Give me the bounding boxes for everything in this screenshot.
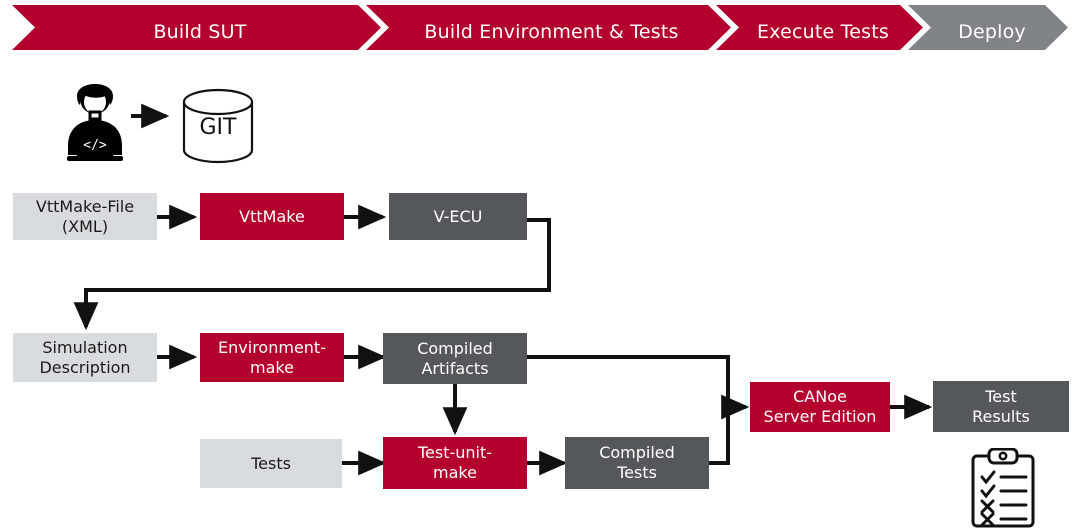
node-compiled-tests-label: Compiled Tests xyxy=(599,443,675,482)
node-v-ecu[interactable]: V-ECU xyxy=(389,193,527,240)
node-test-unit-make[interactable]: Test-unit- make xyxy=(383,437,527,489)
node-environment-make[interactable]: Environment- make xyxy=(200,333,344,382)
test-report-clipboard-icon xyxy=(967,447,1039,528)
phase-chevron-deploy[interactable] xyxy=(908,5,1068,50)
node-simulation-description-label: Simulation Description xyxy=(39,337,131,377)
node-simulation-description[interactable]: Simulation Description xyxy=(13,333,157,382)
node-canoe-server-edition[interactable]: CANoe Server Edition xyxy=(750,382,890,432)
node-v-ecu-label: V-ECU xyxy=(433,206,483,226)
phase-label-build-environment-tests: Build Environment & Tests xyxy=(424,21,679,43)
phase-label-deploy: Deploy xyxy=(958,21,1026,43)
node-vttmake[interactable]: VttMake xyxy=(200,193,344,240)
node-compiled-artifacts[interactable]: Compiled Artifacts xyxy=(383,333,527,384)
phase-chevron-build-environment-tests[interactable] xyxy=(366,5,731,50)
arrow-compiled-artifacts-to-canoe xyxy=(527,355,750,420)
pipeline-phase-banner: Build SUT Build Environment & Tests Exec… xyxy=(0,5,1080,50)
node-test-unit-make-label: Test-unit- make xyxy=(417,443,493,482)
phase-chevron-execute-tests[interactable] xyxy=(716,5,923,50)
node-vttmake-file[interactable]: VttMake-File (XML) xyxy=(13,193,157,240)
git-label: GIT xyxy=(200,115,238,140)
phase-label-build-sut: Build SUT xyxy=(153,21,247,43)
developer-laptop-icon: </> xyxy=(50,70,140,165)
node-tests-label: Tests xyxy=(251,453,291,473)
node-test-results[interactable]: Test Results xyxy=(933,381,1069,432)
svg-text:</>: </> xyxy=(83,138,107,153)
node-tests[interactable]: Tests xyxy=(200,439,342,488)
git-database-icon: GIT xyxy=(176,88,266,168)
node-test-results-label: Test Results xyxy=(972,386,1030,426)
phase-label-execute-tests: Execute Tests xyxy=(757,21,889,43)
node-compiled-artifacts-label: Compiled Artifacts xyxy=(417,338,493,378)
node-compiled-tests[interactable]: Compiled Tests xyxy=(565,437,709,489)
phase-chevron-build-sut[interactable] xyxy=(12,5,381,50)
node-vttmake-file-label: VttMake-File (XML) xyxy=(35,196,135,236)
node-vttmake-label: VttMake xyxy=(239,206,305,226)
node-canoe-server-edition-label: CANoe Server Edition xyxy=(763,387,877,426)
arrow-compiled-tests-to-canoe xyxy=(709,407,730,465)
node-environment-make-label: Environment- make xyxy=(218,337,326,377)
